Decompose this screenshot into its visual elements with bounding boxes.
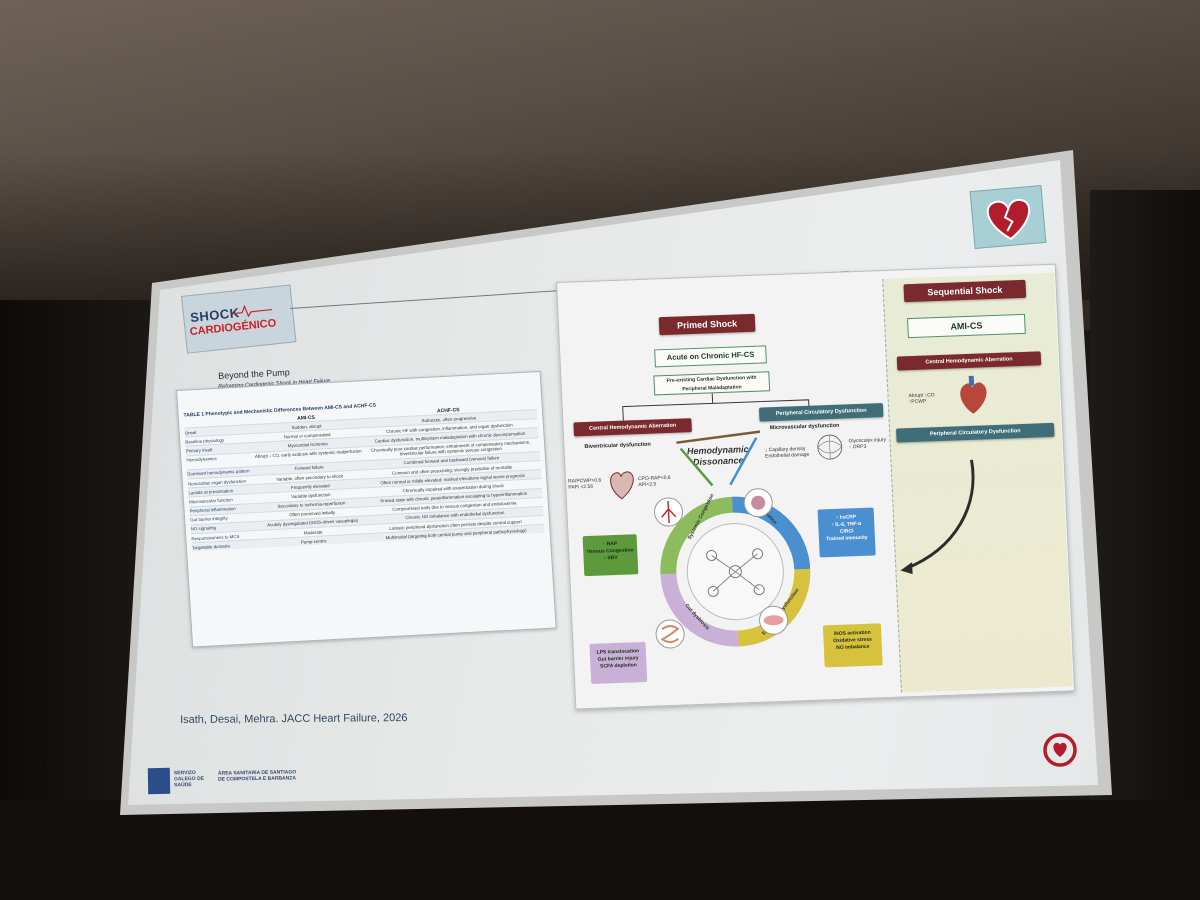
intestine-icon [655, 619, 685, 649]
shock-diagram: Sequential Shock AMI-CS Central Hemodyna… [556, 263, 1076, 710]
broken-heart-icon [986, 198, 1030, 241]
sergas-logo [147, 767, 171, 795]
slide-title: Beyond the Pump [218, 367, 290, 381]
ami-cs-box: AMI-CS [907, 313, 1026, 339]
congestion-box: ↑ RAP Venous Congestion ↑ SBV [582, 534, 639, 577]
citation: Isath, Desai, Mehra. JACC Heart Failure,… [180, 712, 408, 726]
vessel-cross-section-icon [759, 605, 789, 635]
heart-icon [610, 471, 634, 500]
sergas-text: SERVIZO GALEGO DE SAÚDE [173, 769, 205, 789]
circle-heart-icon [1043, 733, 1077, 767]
table-cell: Pump-centric [300, 538, 327, 545]
heart-logo [969, 184, 1047, 250]
inflammation-box: ↑ hsCRP ↑ IL-6, TNF-α CIRCI Trained immu… [817, 507, 876, 558]
acute-on-chronic-box: Acute on Chronic HF-CS [654, 345, 767, 368]
circle-heart-logo [1040, 730, 1080, 770]
table-cell: Targetable domains [191, 543, 231, 551]
sequential-shock-title: Sequential Shock [903, 279, 1027, 303]
heart-anatomy-icon [960, 375, 987, 414]
cpo-values: CPO-RAP<0.6 API<2.5 [637, 474, 671, 489]
hemo-values: RA/PCWP>0.6 PAPi <2.56 [567, 477, 602, 491]
cell-icon [743, 488, 773, 518]
biventricular-label: Biventricular dysfunction [584, 441, 651, 451]
floor [0, 800, 1200, 900]
seq-central-aberration: Central Hemodynamic Aberration [896, 351, 1042, 371]
dissonance-arrows [676, 430, 761, 487]
capillary-network-icon [817, 434, 843, 460]
area-sanitaria-text: ÁREA SANITARIA DE SANTIAGO DE COMPOSTELA… [218, 769, 296, 782]
primed-shock-title: Primed Shock [658, 313, 756, 336]
area-line-2: DE COMPOSTELA E BARBANZA [218, 775, 296, 783]
seq-hemo-values: Abrupt ↓CO ↑PCWP [908, 392, 935, 406]
comparison-table: TABLE 1 Phenotypic and Mechanistic Diffe… [176, 370, 557, 648]
curved-arrow-icon [900, 459, 975, 575]
seq-peripheral-dysfunction: Peripheral Circulatory Dysfunction [896, 422, 1055, 443]
shock-cardiogenico-logo: SHOCK CARDIOGÉNICO [181, 284, 297, 354]
inflammation-line: Trained immunity [826, 534, 868, 543]
pathophysiology-cycle [660, 496, 811, 647]
sequential-shock-panel: Sequential Shock AMI-CS Central Hemodyna… [882, 272, 1073, 693]
gut-box: LPS translocation Gut barrier injury SCF… [589, 641, 648, 684]
glycocalyx-note: Glycocalyx injury ↑ ORP3 [848, 437, 887, 451]
endothelial-line: NO imbalance [836, 643, 870, 651]
microvascular-label: Microvascular dysfunction [769, 422, 840, 432]
vascular-icon [654, 497, 684, 527]
ecg-icon [232, 304, 272, 318]
endothelial-box: iNOS activation Oxidative stress NO imba… [822, 623, 883, 668]
capillary-note: ↓ Capillary density Endothelial damage [764, 445, 810, 460]
